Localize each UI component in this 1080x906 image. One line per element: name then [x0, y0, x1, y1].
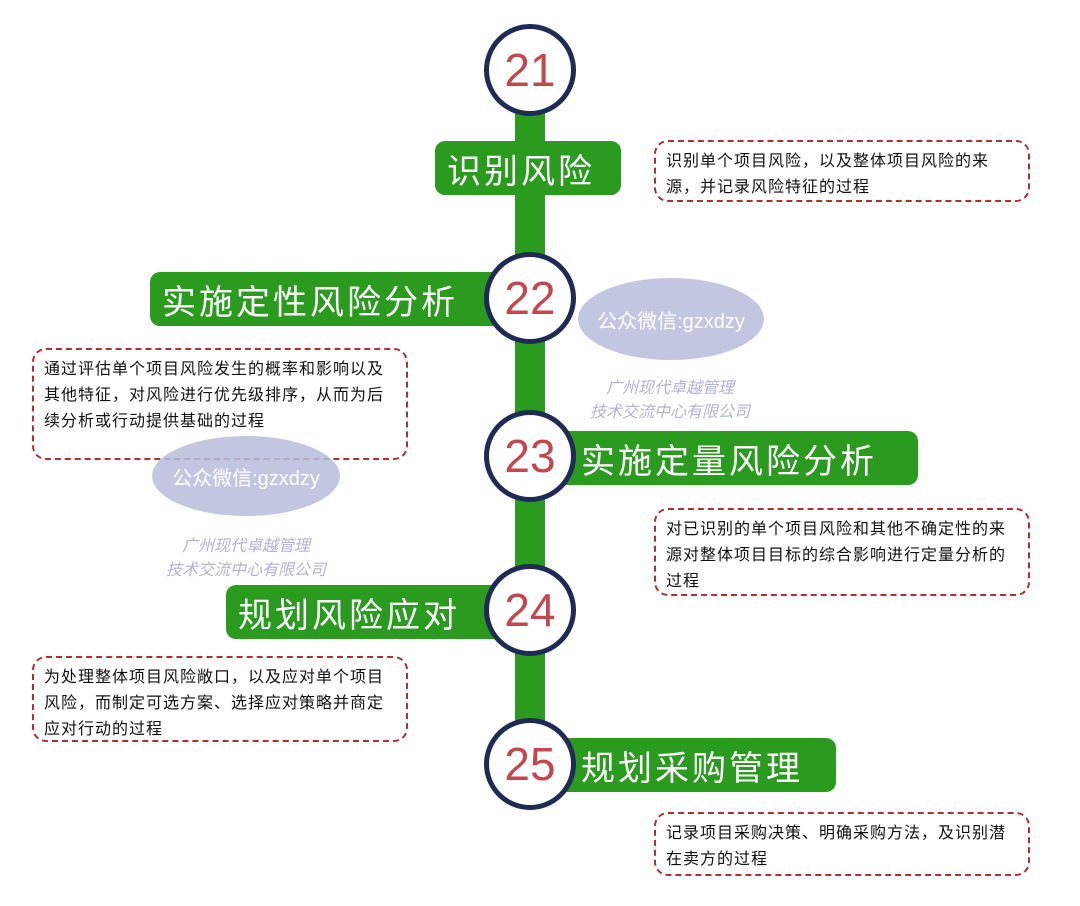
step-21-number-circle: 21	[484, 24, 576, 116]
step-23-number-circle: 23	[484, 410, 576, 502]
watermark-company: 广州现代卓越管理 技术交流中心有限公司	[570, 376, 770, 424]
watermark-company-line2: 技术交流中心有限公司	[165, 560, 326, 579]
watermark-company: 广州现代卓越管理 技术交流中心有限公司	[146, 534, 346, 582]
watermark-company-line1: 广州现代卓越管理	[605, 378, 734, 397]
step-25-description: 记录项目采购决策、明确采购方法，及识别潜在卖方的过程	[654, 812, 1030, 876]
step-number: 23	[504, 430, 556, 482]
step-24-description: 为处理整体项目风险敞口，以及应对单个项目风险，而制定可选方案、选择应对策略并商定…	[32, 656, 408, 742]
watermark-wechat: 公众微信:gzxdzy	[152, 436, 340, 516]
watermark-company-line1: 广州现代卓越管理	[181, 536, 310, 555]
step-22-title: 实施定性风险分析	[150, 272, 530, 326]
step-number: 25	[504, 738, 556, 790]
step-23-title: 实施定量风险分析	[525, 431, 918, 485]
step-22-description: 通过评估单个项目风险发生的概率和影响以及其他特征，对风险进行优先级排序，从而为后…	[32, 348, 408, 460]
step-number: 22	[504, 272, 556, 324]
step-number: 24	[504, 584, 556, 636]
watermark-company-line2: 技术交流中心有限公司	[589, 402, 750, 421]
step-23-description: 对已识别的单个项目风险和其他不确定性的来源对整体项目目标的综合影响进行定量分析的…	[654, 508, 1030, 596]
step-21-title: 识别风险	[435, 141, 621, 195]
step-24-number-circle: 24	[484, 564, 576, 656]
step-21-description: 识别单个项目风险，以及整体项目风险的来源，并记录风险特征的过程	[654, 140, 1030, 202]
step-25-number-circle: 25	[484, 718, 576, 810]
step-number: 21	[504, 44, 556, 96]
watermark-wechat: 公众微信:gzxdzy	[578, 278, 764, 360]
step-25-title: 规划采购管理	[525, 738, 836, 792]
step-22-number-circle: 22	[484, 252, 576, 344]
step-24-title: 规划风险应对	[226, 585, 530, 639]
